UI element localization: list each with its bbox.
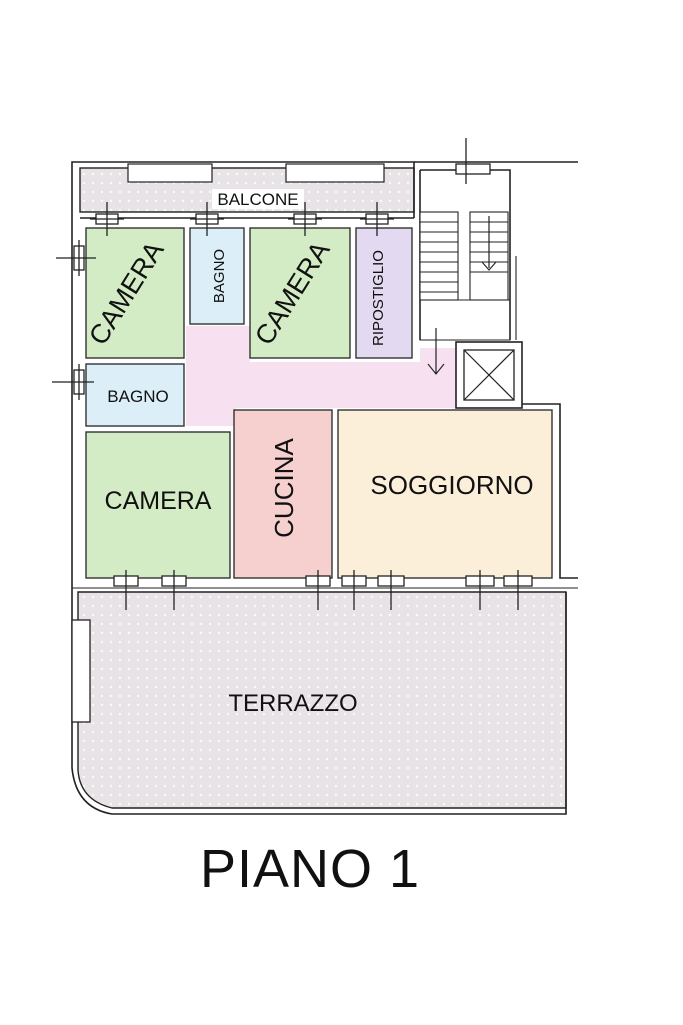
room-camera-top-left — [85, 227, 185, 359]
room-soggiorno — [337, 409, 553, 579]
label-camera-bottom: CAMERA — [105, 487, 212, 515]
label-cucina: CUCINA — [269, 438, 299, 538]
label-ripostiglio: RIPOSTIGLIO — [370, 250, 387, 346]
staircase — [419, 211, 517, 375]
balcony-window-2 — [285, 163, 385, 183]
floor-title: PIANO 1 — [199, 839, 421, 899]
label-bagno-left: BAGNO — [107, 387, 168, 406]
building-outer-wall — [71, 161, 415, 592]
window-markers — [52, 138, 533, 610]
room-cucina — [233, 409, 333, 579]
label-bagno-top: BAGNO — [211, 249, 228, 303]
elevator — [455, 341, 523, 409]
terrace-side-window — [71, 619, 91, 723]
room-camera-bottom — [85, 431, 231, 579]
room-ripostiglio — [355, 227, 413, 359]
label-terrazzo: TERRAZZO — [228, 690, 357, 717]
room-bagno-left — [85, 363, 185, 427]
corridor — [186, 326, 456, 426]
room-bagno-top — [189, 227, 245, 325]
label-balcone: BALCONE — [217, 190, 298, 209]
label-soggiorno: SOGGIORNO — [370, 470, 533, 500]
balcony-window-1 — [127, 163, 213, 183]
balcony-label-bg — [212, 189, 304, 209]
terrace-area — [77, 591, 567, 809]
right-outer-wall — [522, 403, 578, 579]
terrace-outer-wall — [71, 592, 567, 815]
room-camera-top-mid — [249, 227, 351, 359]
